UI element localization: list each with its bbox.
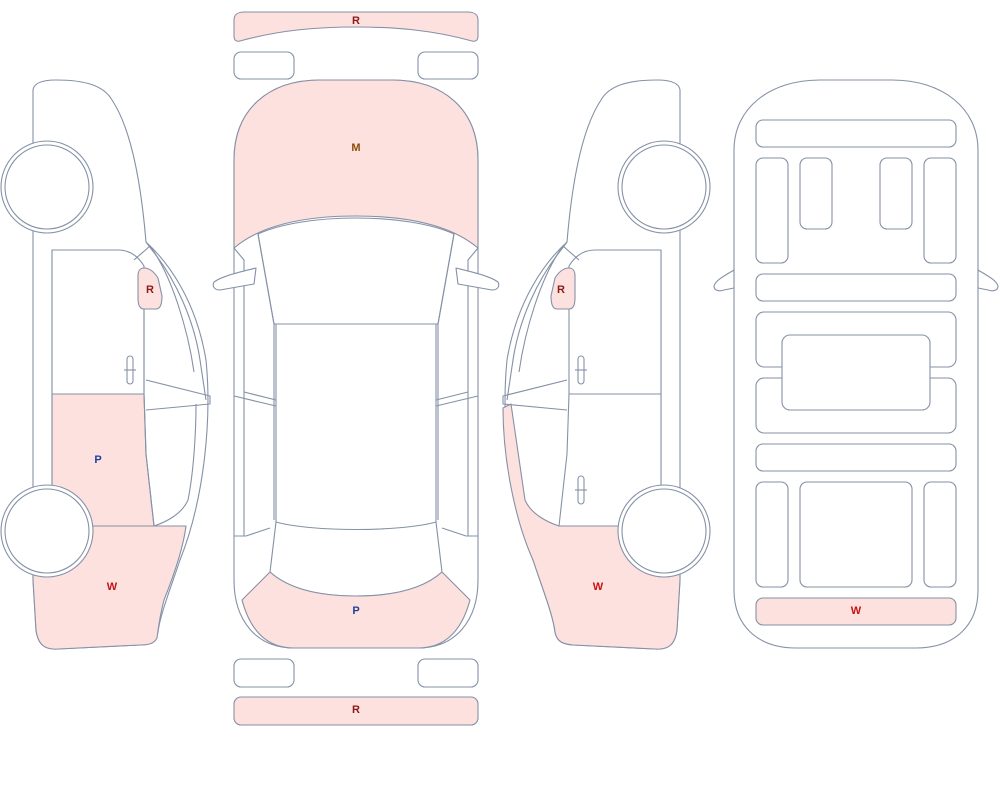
- front-bumper[interactable]: [233, 11, 479, 42]
- right-rear-wheel-inner: [621, 488, 707, 574]
- label-trunk: P: [352, 605, 359, 617]
- windshield-pillar-left: [257, 233, 275, 520]
- hood-panel[interactable]: [233, 79, 479, 249]
- underbody-front-left-inner[interactable]: [799, 157, 833, 230]
- underbody-front-crossmember[interactable]: [755, 119, 957, 148]
- underbody-spare-well[interactable]: [799, 481, 913, 588]
- right-window-inner: [518, 245, 580, 373]
- underbody-view: [713, 79, 999, 649]
- left-rear-wheel-inner: [4, 488, 90, 574]
- windshield: [257, 217, 455, 325]
- roof-panel[interactable]: [275, 323, 437, 531]
- underbody-front-left-rail[interactable]: [755, 157, 789, 264]
- underbody-rear-panel[interactable]: [755, 597, 957, 626]
- label-left-quarter: W: [107, 581, 118, 593]
- right-rear-wheel-outer[interactable]: [617, 484, 711, 578]
- rear-bumper[interactable]: [233, 696, 479, 726]
- rear-reflector-right[interactable]: [417, 658, 479, 688]
- label-right-quarter: W: [593, 581, 604, 593]
- left-side-view: [0, 79, 211, 650]
- label-hood: M: [351, 142, 360, 154]
- underbody-front-right-inner[interactable]: [879, 157, 913, 230]
- left-window-inner: [133, 245, 195, 373]
- left-front-wheel-outer[interactable]: [0, 140, 94, 234]
- windshield-pillar-right: [437, 233, 455, 520]
- damage-labels: R M P R R P W R W W: [94, 15, 861, 716]
- underbody-mid-crossmember[interactable]: [755, 273, 957, 302]
- underbody-rear-left-rail[interactable]: [755, 481, 789, 588]
- right-front-wheel-inner: [621, 144, 707, 230]
- left-rear-wheel-outer[interactable]: [0, 484, 94, 578]
- right-side-view: [502, 79, 711, 650]
- rear-quarter-lines: [234, 527, 478, 537]
- b-pillar-right: [435, 391, 479, 407]
- left-mirror[interactable]: [137, 267, 163, 310]
- underbody-rear-crossmember[interactable]: [755, 443, 957, 472]
- a-pillar-left: [233, 247, 245, 536]
- underbody-mirror-left[interactable]: [713, 269, 735, 292]
- top-view: [212, 11, 500, 726]
- left-front-wheel-inner: [4, 144, 90, 230]
- left-window-trim: [145, 379, 211, 411]
- label-right-mirror: R: [557, 284, 565, 296]
- label-underbody-rear: W: [851, 605, 862, 617]
- top-mirror-left[interactable]: [212, 267, 257, 291]
- b-pillar-left: [233, 391, 277, 407]
- a-pillar-right: [467, 247, 479, 536]
- label-front-bumper: R: [352, 15, 360, 27]
- right-window-trim: [502, 379, 568, 411]
- underbody-mirror-right[interactable]: [977, 269, 999, 292]
- front-fog-light-right[interactable]: [417, 51, 479, 80]
- trunk-lid[interactable]: [241, 571, 471, 649]
- right-front-door[interactable]: [568, 249, 662, 395]
- right-front-wheel-outer[interactable]: [617, 140, 711, 234]
- label-left-mirror: R: [146, 284, 154, 296]
- underbody-tunnel[interactable]: [781, 334, 931, 411]
- label-left-rear-door: P: [94, 454, 101, 466]
- rear-reflector-left[interactable]: [233, 658, 295, 688]
- left-door-seam: [143, 393, 197, 527]
- top-mirror-right[interactable]: [455, 267, 500, 291]
- label-rear-bumper: R: [352, 704, 360, 716]
- front-fog-light-left[interactable]: [233, 51, 295, 80]
- underbody-rear-right-rail[interactable]: [923, 481, 957, 588]
- right-mirror[interactable]: [550, 267, 576, 310]
- underbody-front-right-rail[interactable]: [923, 157, 957, 264]
